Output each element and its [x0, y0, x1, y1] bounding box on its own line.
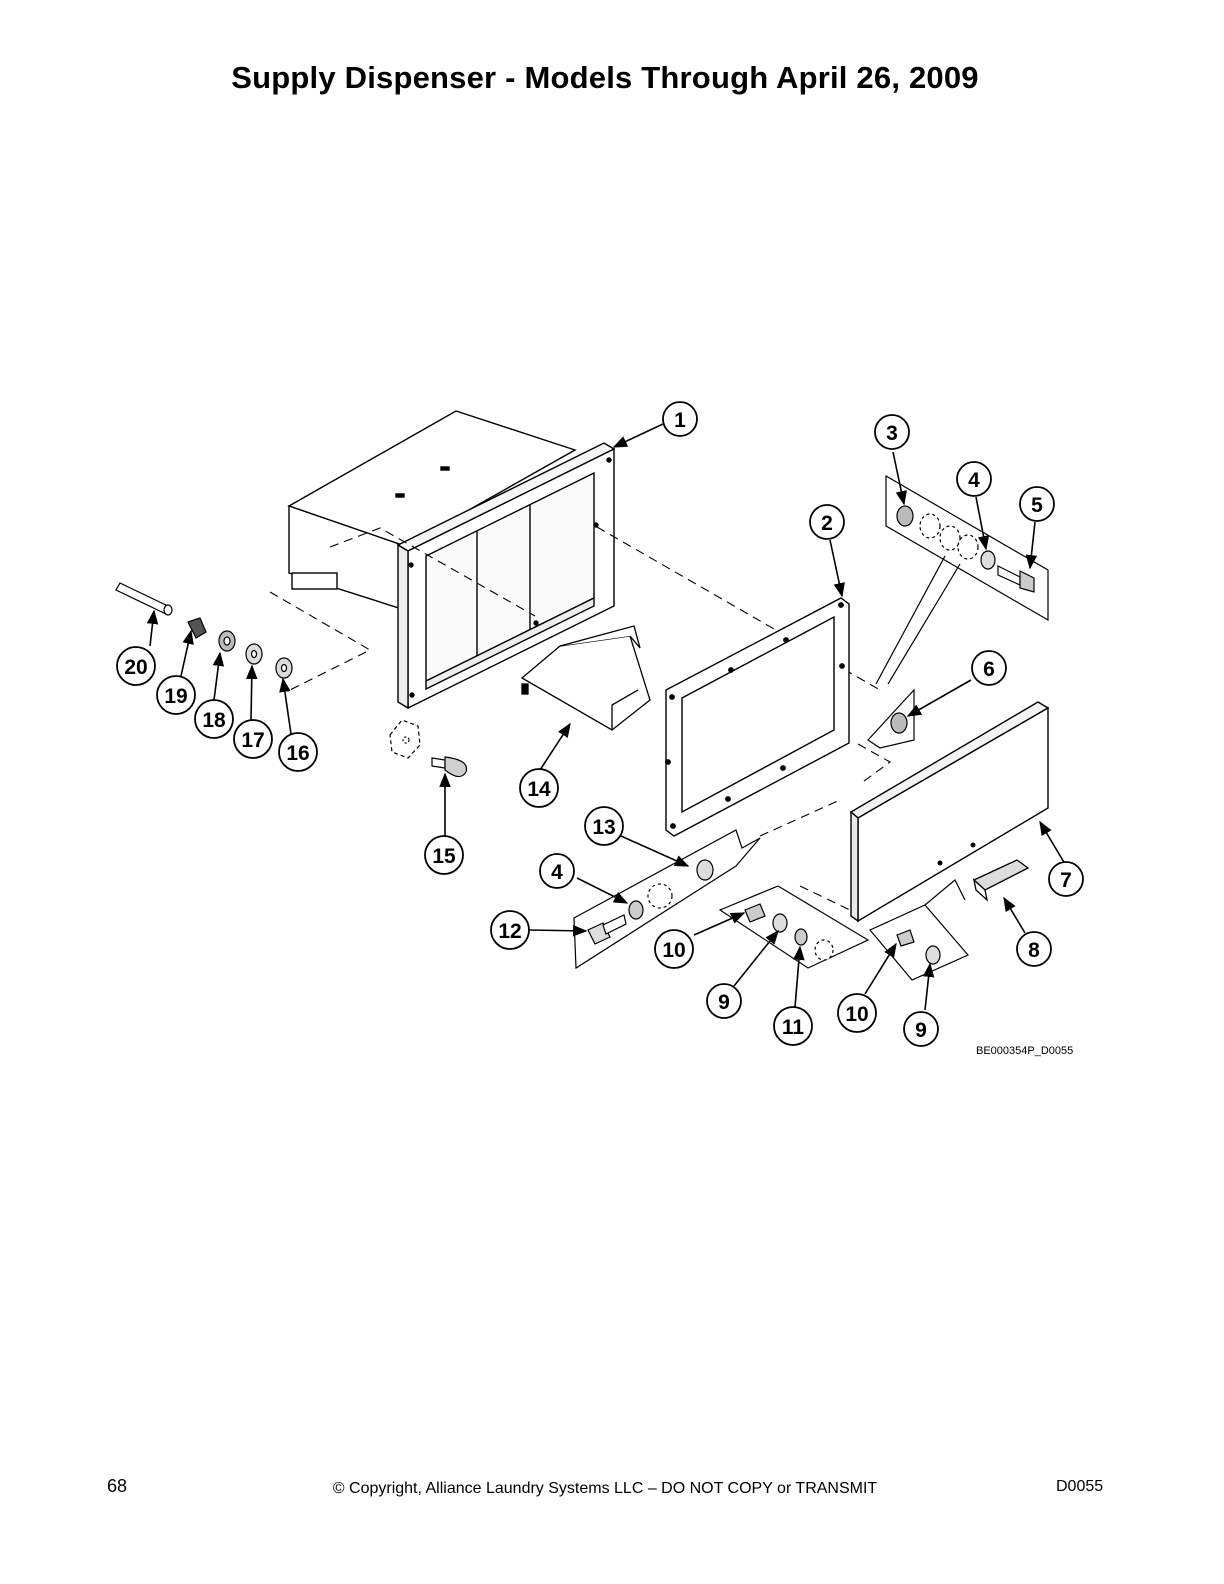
callout-4-lower: 4: [551, 861, 563, 884]
callout-4: 4: [968, 469, 980, 492]
callout-7: 7: [1060, 869, 1072, 892]
page-number: 68: [107, 1476, 128, 1496]
callout-14: 14: [527, 778, 551, 801]
callout-9: 9: [718, 991, 730, 1014]
gasket: [665, 597, 850, 837]
hardware-group-bottom-left: [573, 829, 761, 970]
nut-group: [867, 688, 915, 749]
chute: [520, 625, 651, 731]
door-panel: [849, 701, 1050, 923]
callout-8: 8: [1028, 939, 1040, 962]
callout-19: 19: [164, 685, 187, 708]
callout-2: 2: [821, 512, 833, 535]
dispenser-housing: [287, 410, 616, 710]
callout-3: 3: [886, 422, 898, 445]
callout-16: 16: [286, 742, 309, 765]
hardware-group-top: [875, 474, 1049, 685]
page-title: Supply Dispenser - Models Through April …: [231, 60, 979, 95]
callout-10: 10: [662, 939, 685, 962]
callout-9-right: 9: [915, 1019, 927, 1042]
hardware-group-bottom-mid: [718, 885, 870, 969]
document-id: D0055: [1056, 1478, 1104, 1495]
drawing-id: BE000354P_D0055: [976, 1045, 1074, 1057]
callout-20: 20: [124, 656, 147, 679]
callout-1: 1: [674, 409, 686, 432]
callout-5: 5: [1031, 494, 1043, 517]
callout-6: 6: [983, 658, 995, 681]
hardware-group-bottom-right: [869, 879, 969, 981]
lock-parts: [115, 582, 293, 679]
callout-15: 15: [432, 845, 456, 868]
thumb-screw: [389, 719, 468, 778]
callout-11: 11: [782, 1016, 805, 1039]
callout-12: 12: [498, 920, 521, 943]
handle: [972, 859, 1030, 902]
callout-10-right: 10: [845, 1003, 868, 1026]
copyright-notice: © Copyright, Alliance Laundry Systems LL…: [332, 1480, 878, 1497]
callout-17: 17: [241, 729, 264, 752]
callout-18: 18: [202, 709, 226, 732]
callout-13: 13: [592, 816, 615, 839]
